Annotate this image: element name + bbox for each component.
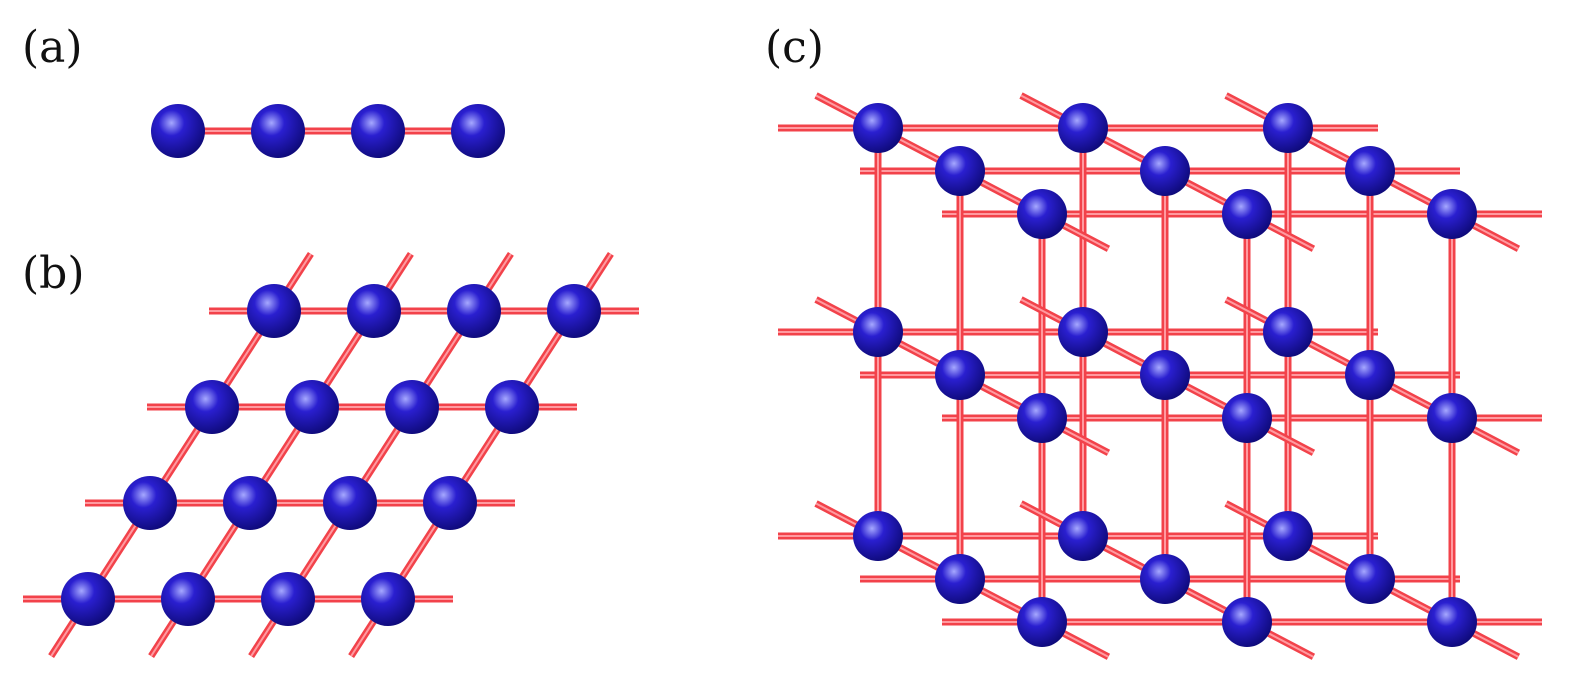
atom (935, 554, 985, 604)
atom (1017, 189, 1067, 239)
atom (547, 284, 601, 338)
atom (853, 103, 903, 153)
atom (935, 146, 985, 196)
panel-a-atoms (151, 104, 505, 158)
atom (935, 350, 985, 400)
atom (853, 511, 903, 561)
atom (1427, 189, 1477, 239)
atom (1017, 597, 1067, 647)
atom (485, 380, 539, 434)
panel-b-label: (b) (22, 248, 85, 299)
panel-a-label: (a) (22, 22, 83, 73)
atom (351, 104, 405, 158)
atom (1263, 103, 1313, 153)
atom (123, 476, 177, 530)
atom (323, 476, 377, 530)
panel-b-atoms (61, 284, 601, 626)
panel-c-label: (c) (765, 22, 824, 73)
atom (285, 380, 339, 434)
atom (451, 104, 505, 158)
atom (1140, 350, 1190, 400)
atom (1017, 393, 1067, 443)
atom (1140, 554, 1190, 604)
panel-c-atoms (853, 103, 1477, 647)
atom (223, 476, 277, 530)
atom (1222, 189, 1272, 239)
atom (261, 572, 315, 626)
atom (1345, 554, 1395, 604)
atom (1345, 146, 1395, 196)
atom (1427, 597, 1477, 647)
atom (251, 104, 305, 158)
atom (151, 104, 205, 158)
atom (1222, 597, 1272, 647)
atom (1058, 103, 1108, 153)
atom (347, 284, 401, 338)
atom (1427, 393, 1477, 443)
panel-c: (c) (765, 22, 1542, 660)
atom (853, 307, 903, 357)
panel-b-bonds (23, 251, 639, 659)
atom (1058, 511, 1108, 561)
atom (1140, 146, 1190, 196)
atom (185, 380, 239, 434)
atom (1222, 393, 1272, 443)
atom (423, 476, 477, 530)
panel-b: (b) (22, 248, 639, 659)
atom (385, 380, 439, 434)
panel-a: (a) (22, 22, 505, 158)
atom (1263, 511, 1313, 561)
atom (361, 572, 415, 626)
atom (1345, 350, 1395, 400)
atom (447, 284, 501, 338)
atom (1263, 307, 1313, 357)
atom (161, 572, 215, 626)
atom (1058, 307, 1108, 357)
atom (61, 572, 115, 626)
atom (247, 284, 301, 338)
